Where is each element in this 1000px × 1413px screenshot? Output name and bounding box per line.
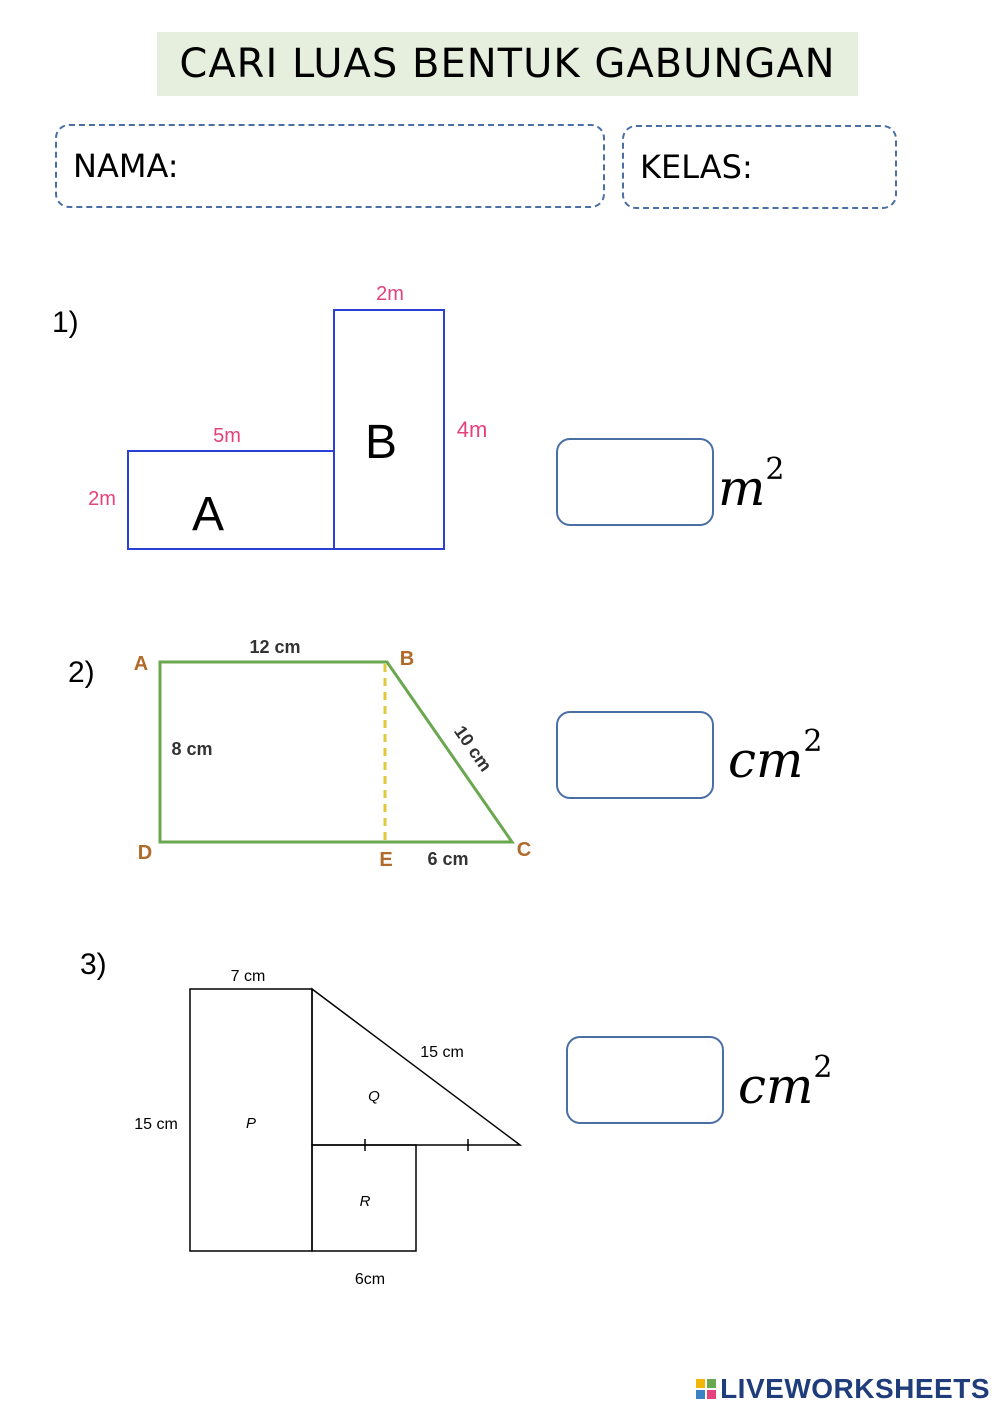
q3-label-top: 7 cm (231, 968, 266, 985)
answer-input-3[interactable] (566, 1036, 724, 1124)
unit-q3: cm2 (738, 1050, 833, 1115)
q1-label-left-side: 2m (88, 488, 116, 510)
question-1-number: 1) (52, 306, 79, 339)
name-label: NAMA: (73, 147, 179, 185)
liveworksheets-brand: LIVEWORKSHEETS (696, 1373, 990, 1405)
shape-a-label: A (192, 488, 224, 541)
vertex-c: C (517, 839, 531, 861)
rectangle-a (127, 450, 335, 550)
figure-3: 7 cm 15 cm 15 cm 6cm P Q R (134, 968, 523, 1288)
q1-label-right-side: 4m (457, 417, 488, 442)
q3-label-hyp: 15 cm (420, 1044, 464, 1061)
class-label: KELAS: (640, 148, 753, 186)
figure-2: A B C D E 12 cm 8 cm 10 cm 6 cm (134, 637, 531, 871)
q2-label-bc: 10 cm (450, 722, 496, 775)
unit-q1: m2 (718, 452, 785, 517)
shape-q-label: Q (368, 1088, 380, 1105)
vertex-e: E (379, 849, 392, 871)
brand-name: LIVEWORKSHEETS (720, 1373, 990, 1404)
q2-label-ad: 8 cm (171, 739, 212, 759)
vertex-a: A (134, 653, 148, 675)
q3-label-bottom: 6cm (355, 1271, 385, 1288)
liveworksheets-logo-icon (696, 1379, 717, 1399)
shape-b-label: B (365, 416, 397, 469)
figure-1: 2m 5m 2m 4m A B (88, 283, 488, 550)
shape-r-label: R (360, 1193, 371, 1210)
q1-label-5m: 5m (213, 425, 241, 447)
vertex-d: D (138, 842, 152, 864)
trapezium-abcd (158, 660, 515, 844)
triangle-q (311, 987, 523, 1146)
answer-input-2[interactable] (556, 711, 714, 799)
question-2-number: 2) (68, 656, 95, 689)
question-3-number: 3) (80, 948, 107, 981)
q1-label-top: 2m (376, 283, 404, 305)
rectangle-b (333, 309, 445, 550)
page-title: CARI LUAS BENTUK GABUNGAN (157, 32, 858, 96)
class-field[interactable]: KELAS: (622, 125, 897, 209)
unit-q2: cm2 (728, 724, 823, 789)
q2-label-ec: 6 cm (427, 849, 468, 869)
shape-p-label: P (246, 1115, 256, 1132)
q2-label-ab: 12 cm (249, 637, 300, 657)
name-field[interactable]: NAMA: (55, 124, 605, 208)
vertex-b: B (400, 648, 414, 670)
answer-input-1[interactable] (556, 438, 714, 526)
square-r (311, 1144, 417, 1252)
q3-label-left: 15 cm (134, 1116, 178, 1133)
